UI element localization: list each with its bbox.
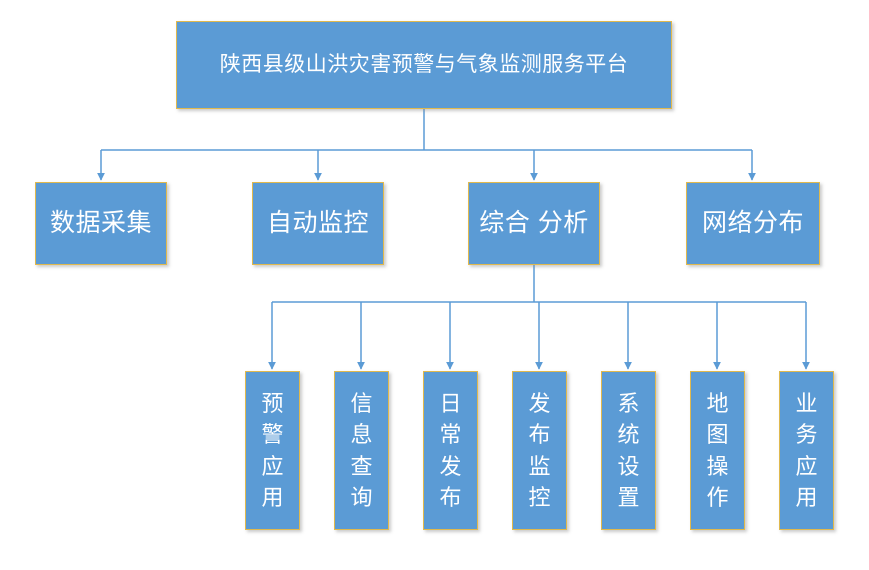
node-root[interactable]: 陕西县级山洪灾害预警与气象监测服务平台 bbox=[176, 21, 672, 109]
node-business-application-label: 业务应用 bbox=[795, 391, 818, 510]
node-warning-application-label: 预警应用 bbox=[261, 391, 284, 510]
node-daily-release-label: 日常发布 bbox=[439, 391, 462, 510]
node-information-query-label: 信息查询 bbox=[350, 391, 373, 510]
node-comprehensive-analysis-label: 综合 分析 bbox=[479, 208, 589, 237]
node-business-application[interactable]: 业务应用 bbox=[779, 371, 834, 530]
node-auto-monitoring[interactable]: 自动监控 bbox=[252, 182, 384, 265]
node-system-settings-label: 系统设置 bbox=[617, 391, 640, 510]
node-warning-application[interactable]: 预警应用 bbox=[245, 371, 300, 530]
node-release-monitoring[interactable]: 发布监控 bbox=[512, 371, 567, 530]
node-release-monitoring-label: 发布监控 bbox=[528, 391, 551, 510]
node-information-query[interactable]: 信息查询 bbox=[334, 371, 389, 530]
node-root-label: 陕西县级山洪灾害预警与气象监测服务平台 bbox=[219, 52, 629, 76]
node-data-collection[interactable]: 数据采集 bbox=[35, 182, 167, 265]
node-data-collection-label: 数据采集 bbox=[49, 208, 152, 237]
node-comprehensive-analysis[interactable]: 综合 分析 bbox=[468, 182, 600, 265]
node-map-operation-label: 地图操作 bbox=[706, 391, 729, 510]
node-map-operation[interactable]: 地图操作 bbox=[690, 371, 745, 530]
node-system-settings[interactable]: 系统设置 bbox=[601, 371, 656, 530]
node-network-distribution[interactable]: 网络分布 bbox=[686, 182, 820, 265]
node-network-distribution-label: 网络分布 bbox=[701, 208, 804, 237]
node-daily-release[interactable]: 日常发布 bbox=[423, 371, 478, 530]
node-auto-monitoring-label: 自动监控 bbox=[266, 208, 369, 237]
